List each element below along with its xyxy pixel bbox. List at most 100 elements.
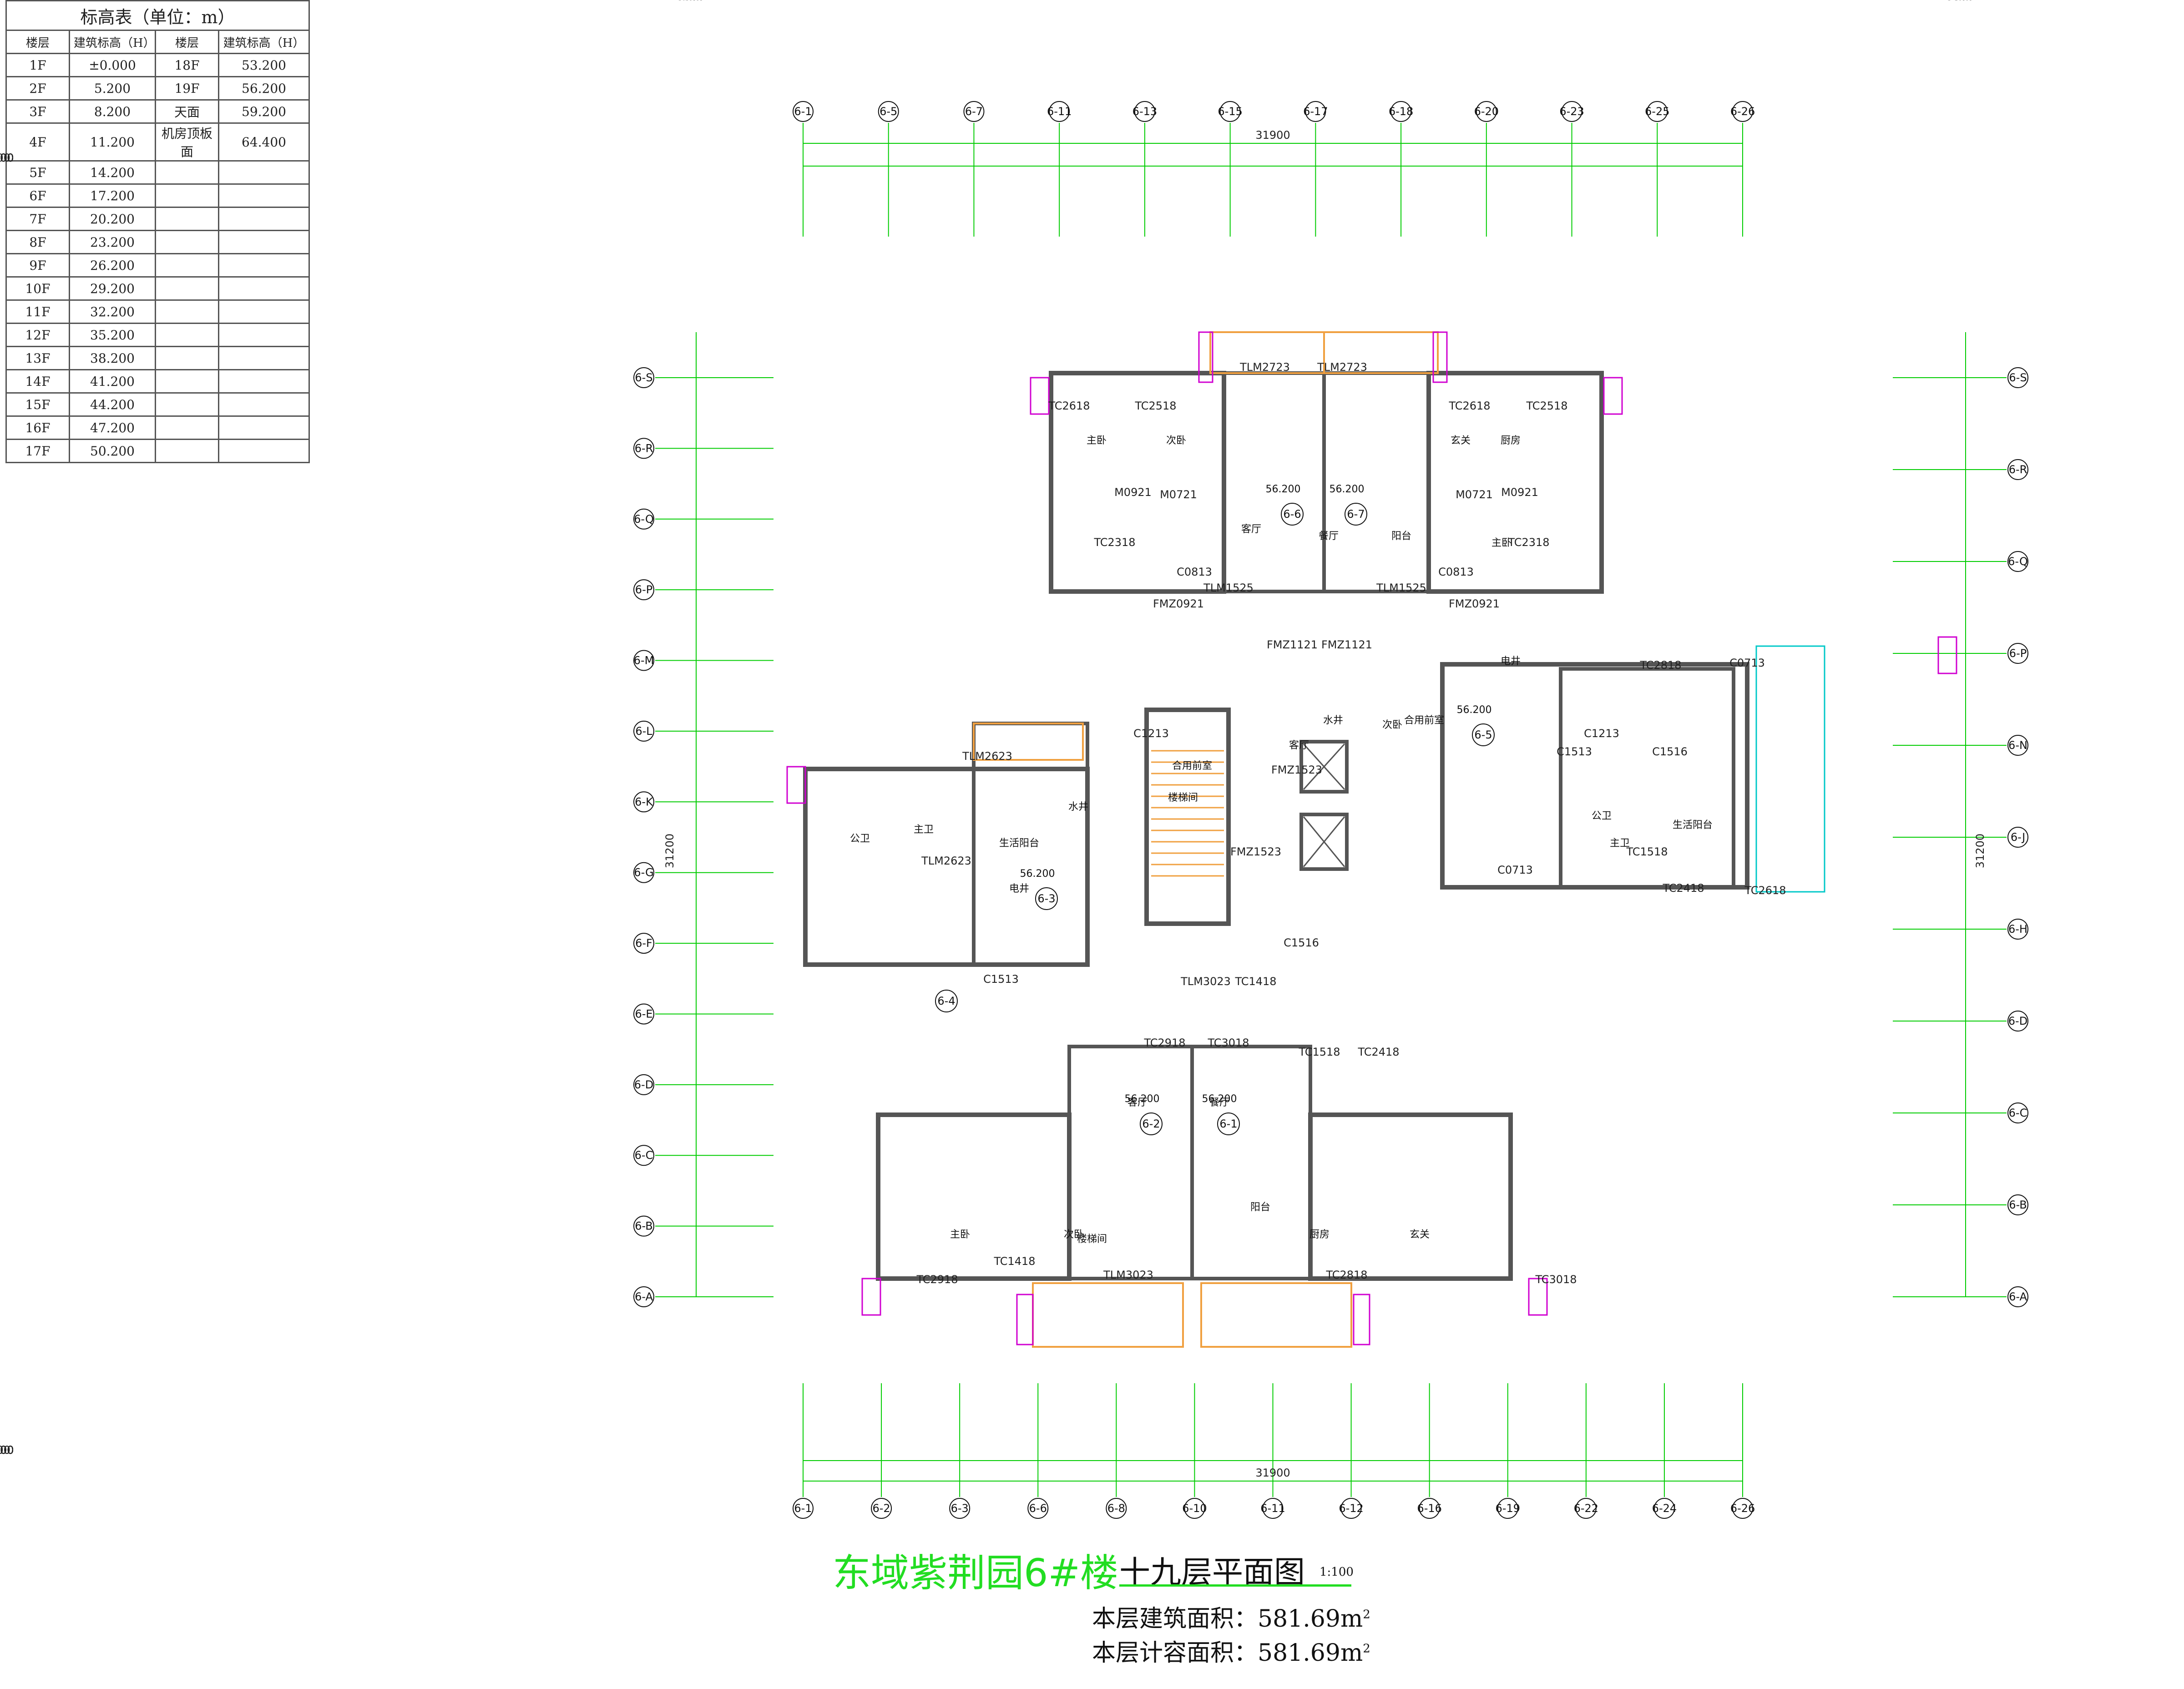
axis-label: 6-23	[1559, 105, 1584, 118]
right-dim: 700	[1950, 0, 1971, 3]
axis-bubble	[633, 720, 654, 742]
axis-label: 6-N	[2008, 739, 2027, 752]
room-label: 主卧	[950, 1229, 970, 1240]
window-tag: TC2618	[1448, 399, 1490, 412]
header-floor: 楼层	[5, 30, 70, 54]
elevation-mark: 56.200	[1020, 868, 1055, 880]
top-dim: 4700	[0, 152, 14, 164]
elevator-marks	[1303, 743, 1345, 867]
header-elevation-2: 建筑标高（H）	[218, 30, 310, 54]
window-tag: TC2818	[1325, 1269, 1367, 1281]
left-dim: 1600	[677, 0, 704, 3]
drawing-scale: 1:100	[1320, 1565, 1354, 1579]
axis-bubble	[1732, 101, 1753, 122]
balcony-left	[973, 723, 1084, 761]
elevation-cell: 41.200	[69, 369, 156, 394]
window-tag: C1516	[1652, 745, 1688, 758]
bottom-dim: 3200	[0, 1444, 14, 1456]
bottom-dim: 700	[0, 1444, 10, 1456]
elevation-cell	[218, 392, 310, 417]
axis-label: 6-L	[635, 725, 652, 738]
elevation-cell: 6F	[5, 183, 70, 208]
stair-treads	[1151, 750, 1224, 877]
axis-bubble	[1561, 101, 1582, 122]
window-tag: TC2418	[1662, 882, 1704, 895]
room-label: 客厅	[1127, 1097, 1148, 1108]
elevation-mark: 56.200	[1125, 1093, 1160, 1105]
axis-label: 6-S	[635, 371, 652, 384]
window-tag: TC2518	[1526, 399, 1567, 412]
room-label: 客厅	[1241, 524, 1261, 535]
window-tag: C0813	[1438, 566, 1474, 578]
axis-label: 6-M	[634, 654, 654, 667]
right-total-dim: 31200	[1974, 834, 1987, 868]
elevation-cell	[155, 230, 219, 254]
wall-unit-6-1	[1190, 1045, 1312, 1280]
window-tag: TC2418	[1357, 1046, 1399, 1058]
room-label: 生活阳台	[1673, 819, 1713, 831]
window-tag: TC1418	[993, 1255, 1035, 1268]
axis-bubble	[1262, 1498, 1284, 1519]
room-label: 客厅	[1289, 740, 1309, 751]
window-tag: TLM2623	[962, 750, 1012, 763]
axis-label: 6-C	[635, 1149, 653, 1162]
axis-label: 6-11	[1260, 1502, 1285, 1515]
elevation-cell: 14F	[5, 369, 70, 394]
axis-label: 6-D	[2008, 1015, 2027, 1027]
axis-label: 6-13	[1132, 105, 1157, 118]
elevation-cell: 16F	[5, 415, 70, 440]
unit-bubble	[1281, 503, 1304, 526]
room-label: 次卧	[1166, 435, 1186, 446]
bottom-dim: 1800	[0, 1444, 14, 1456]
axis-label: 6-J	[2011, 831, 2025, 844]
left-dim: 2500	[677, 0, 704, 3]
window-tag: TLM1525	[1203, 582, 1254, 594]
axis-label: 6-D	[634, 1078, 653, 1091]
window-tag: TC1418	[1234, 975, 1276, 988]
wall-unit-6-5	[1440, 662, 1749, 890]
window-tag: TLM2723	[1239, 361, 1290, 374]
elevation-cell: 10F	[5, 276, 70, 301]
balcony-bottom-left	[1032, 1282, 1184, 1348]
axis-label: 6-K	[635, 795, 653, 808]
axis-bubble	[633, 1074, 654, 1095]
right-dim: 2500	[1946, 0, 1974, 3]
bottom-dim: 6200	[0, 1444, 14, 1456]
window-tag: M0721	[1456, 488, 1493, 501]
elevation-cell	[155, 253, 219, 278]
elevation-cell: 15F	[5, 392, 70, 417]
top-dim: 1900	[0, 152, 14, 164]
axis-bubble	[1476, 101, 1497, 122]
window-tag: FMZ1121	[1321, 638, 1372, 651]
elevation-cell	[155, 392, 219, 417]
axis-bubble	[633, 1286, 654, 1307]
unit-label: 6-2	[1142, 1118, 1160, 1130]
window-tag: FMZ0921	[1449, 597, 1500, 610]
axis-bubble	[2007, 1011, 2028, 1032]
right-dim: 5200	[1946, 0, 1974, 3]
air-conditioner-platform	[1755, 645, 1825, 893]
axis-label: 6-20	[1474, 105, 1499, 118]
room-label: 生活阳台	[999, 838, 1039, 849]
axis-bubble	[633, 1003, 654, 1025]
elevation-cell	[218, 299, 310, 324]
elevation-cell	[155, 183, 219, 208]
elevation-cell	[155, 439, 219, 463]
unit-bubble	[1140, 1113, 1163, 1135]
elevation-cell: 5F	[5, 160, 70, 185]
axis-bubble	[633, 508, 654, 530]
elevation-table-title: 标高表（单位：m）	[5, 0, 310, 31]
left-dim: 3800	[677, 0, 704, 3]
elevation-cell: 7F	[5, 207, 70, 231]
room-label: 水井	[1323, 715, 1343, 726]
elevation-cell	[218, 369, 310, 394]
axis-bubble	[1575, 1498, 1597, 1519]
right-dim: 400	[1950, 0, 1971, 3]
